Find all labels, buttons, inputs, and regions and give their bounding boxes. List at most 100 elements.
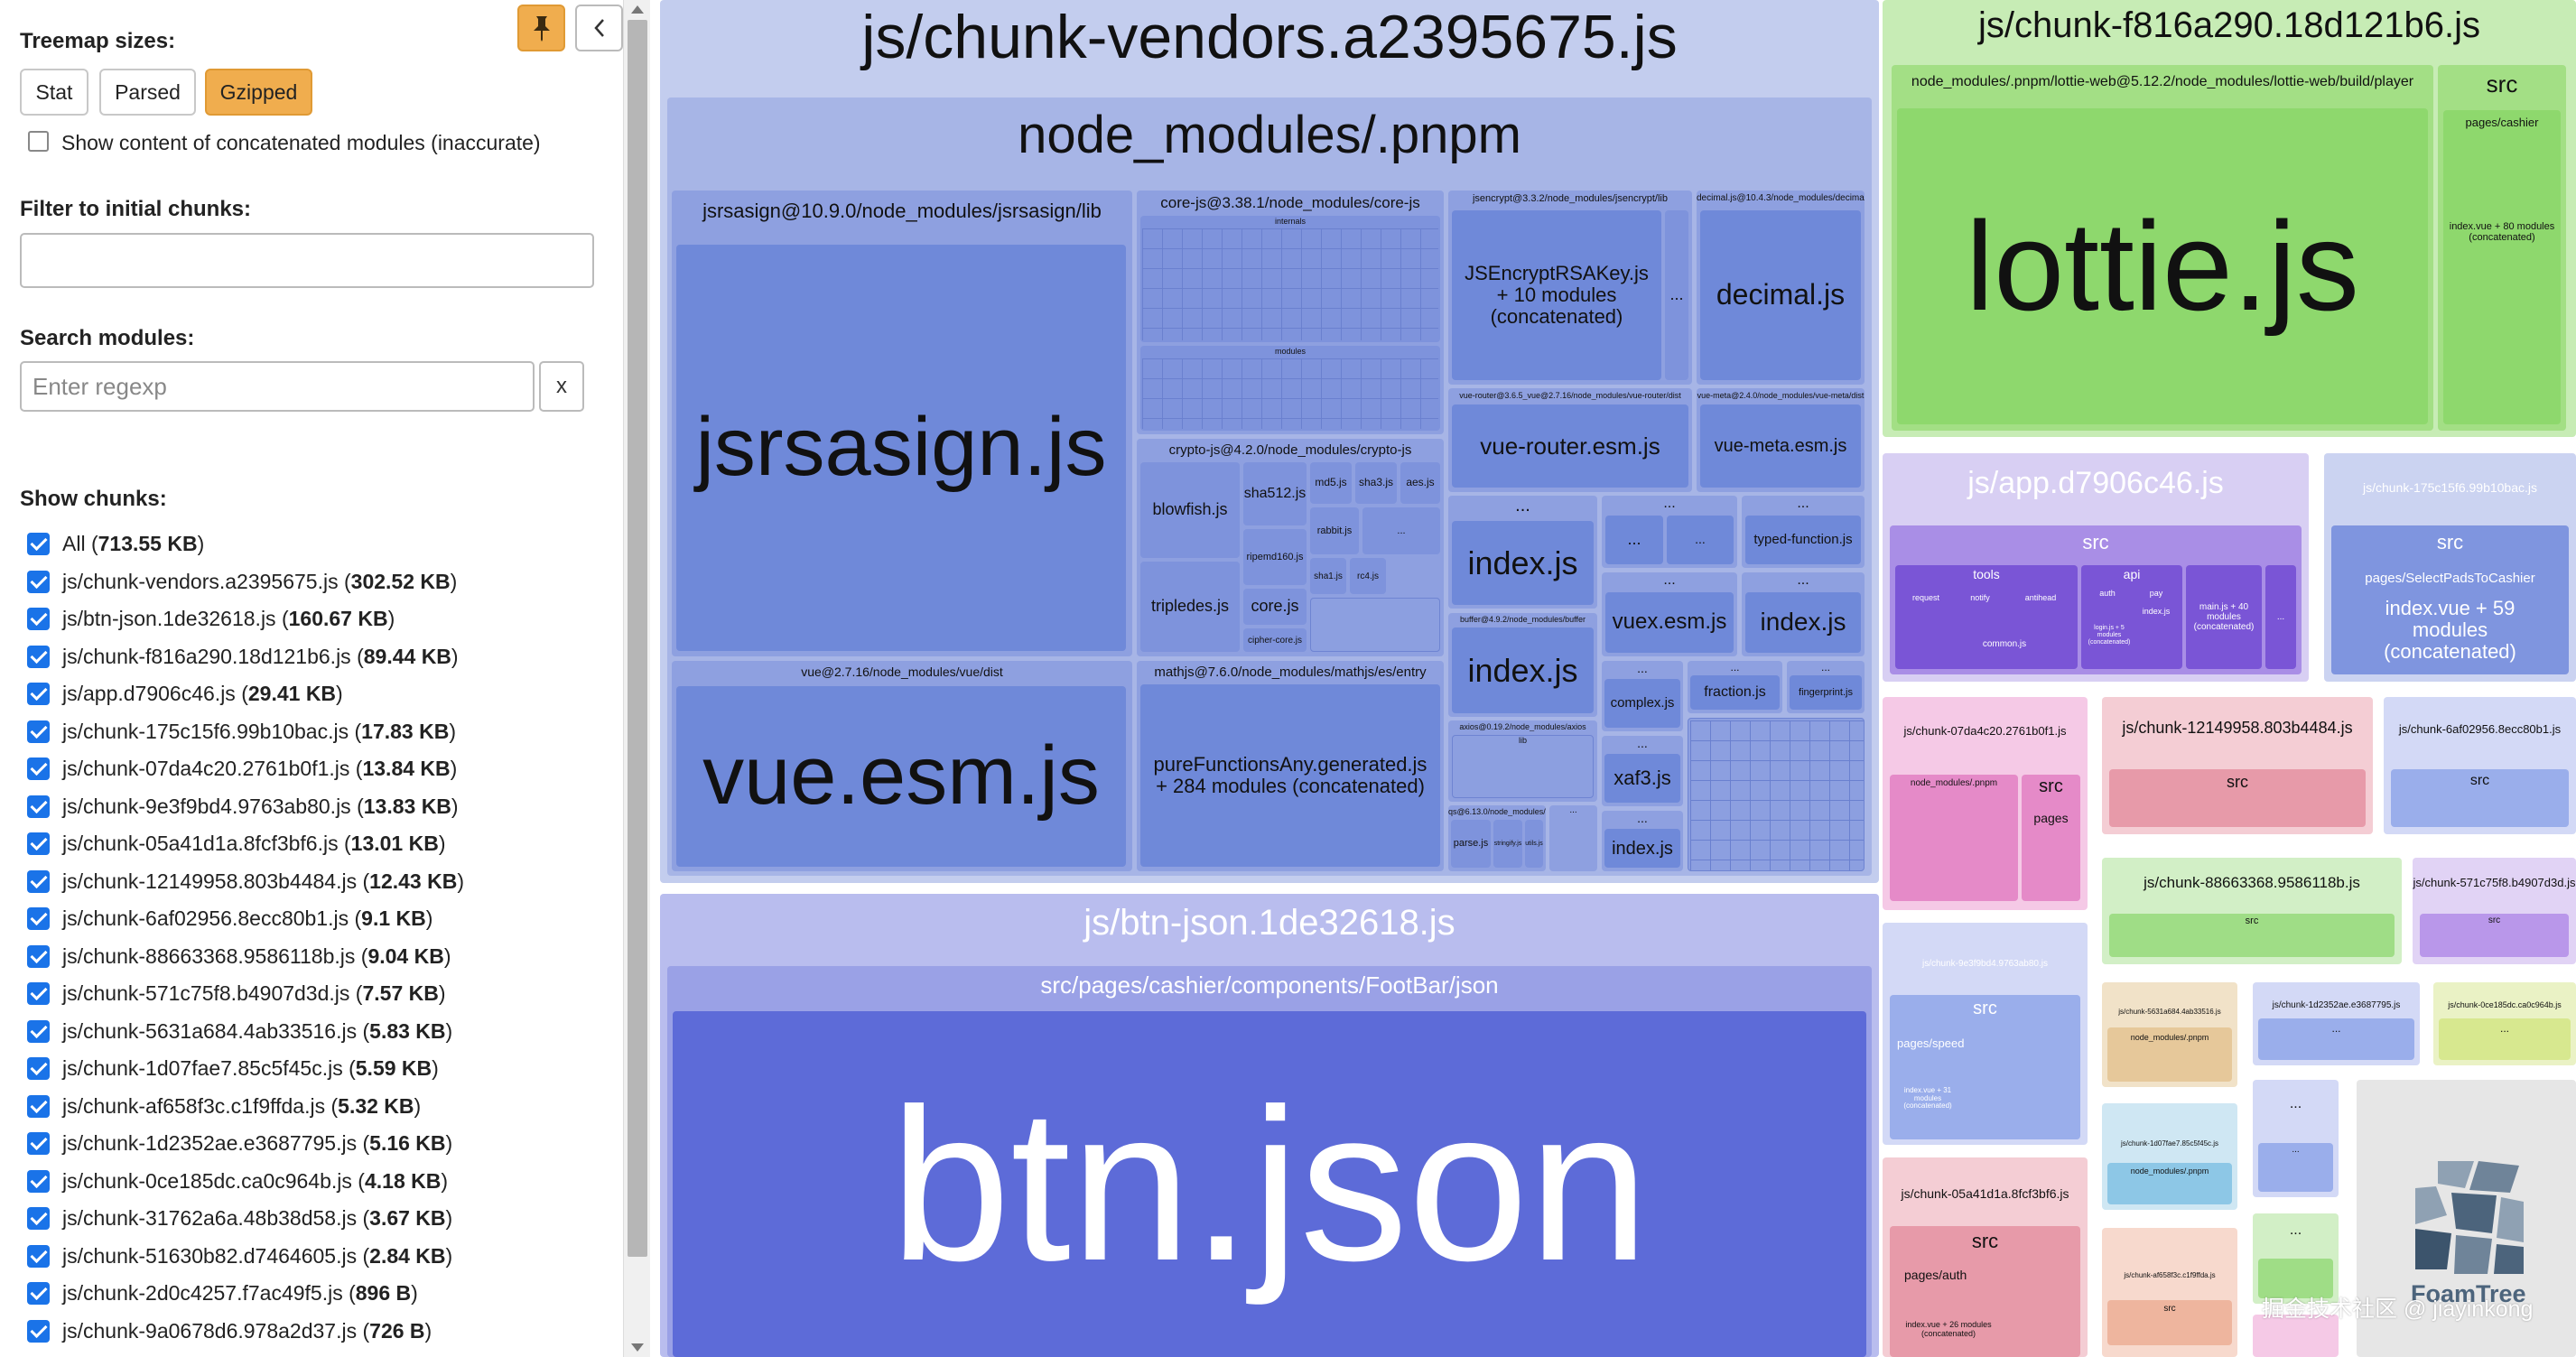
chunk-checkbox[interactable] — [27, 720, 50, 743]
chunk-2d0c4257-group[interactable] — [2253, 1315, 2339, 1357]
app-more[interactable]: ... — [2265, 565, 2296, 669]
lottie-pages-cashier[interactable]: pages/cashier index.vue + 80 modules (co… — [2443, 110, 2561, 424]
fingerprint-file[interactable]: fingerprint.js — [1790, 675, 1862, 710]
chunk-checkbox[interactable] — [27, 1131, 50, 1155]
axios-group[interactable]: axios@0.19.2/node_modules/axios lib — [1448, 720, 1597, 802]
axios-lib[interactable]: lib — [1452, 735, 1594, 798]
crypto-md5[interactable]: md5.js — [1310, 462, 1352, 504]
misc-group-1[interactable]: ... ... ... — [1602, 496, 1737, 568]
crypto-misc[interactable]: ... — [1362, 507, 1440, 554]
misc-group-1-a[interactable]: ... — [1605, 516, 1663, 564]
chunk-checkbox[interactable] — [27, 532, 50, 555]
chunk-row[interactable]: js/chunk-12149958.803b4484.js (12.43 KB) — [27, 864, 464, 898]
crypto-js-group[interactable]: crypto-js@4.2.0/node_modules/crypto-js b… — [1137, 439, 1444, 656]
chunk-5631a684-pnpm[interactable]: node_modules/.pnpm — [2107, 1027, 2232, 1082]
chunk-checkbox[interactable] — [27, 682, 50, 705]
buffer-index-file[interactable]: index.js — [1452, 627, 1594, 713]
qs-parse[interactable]: parse.js — [1451, 820, 1491, 868]
chunk-checkbox[interactable] — [27, 1206, 50, 1230]
chunk-5631a684-group[interactable]: js/chunk-5631a684.4ab33516.js node_modul… — [2102, 982, 2237, 1087]
chunk-af658f3c-group[interactable]: js/chunk-af658f3c.c1f9ffda.js src — [2102, 1228, 2237, 1357]
chunk-175-group[interactable]: js/chunk-175c15f6.99b10bac.js src pages/… — [2324, 453, 2576, 682]
chunk-row[interactable]: js/chunk-1d07fae7.85c5f45c.js (5.59 KB) — [27, 1051, 439, 1085]
vue-router-file[interactable]: vue-router.esm.js — [1452, 404, 1688, 488]
clear-search-button[interactable]: x — [539, 361, 584, 412]
chunk-row[interactable]: js/chunk-175c15f6.99b10bac.js (17.83 KB) — [27, 714, 456, 748]
chunk-12149958-src[interactable]: src — [2109, 769, 2366, 827]
lottie-file[interactable]: lottie.js — [1897, 108, 2428, 424]
crypto-blowfish[interactable]: blowfish.js — [1140, 462, 1240, 558]
chunk-row[interactable]: js/btn-json.1de32618.js (160.67 KB) — [27, 601, 395, 636]
chunk-row[interactable]: js/chunk-1d2352ae.e3687795.js (5.16 KB) — [27, 1126, 452, 1160]
fingerprint-group[interactable]: ... fingerprint.js — [1787, 661, 1865, 713]
crypto-ripemd160[interactable]: ripemd160.js — [1243, 529, 1307, 585]
decimal-group[interactable]: decimal.js@10.4.3/node_modules/decimal.j… — [1697, 191, 1865, 385]
mathjs-file[interactable]: pureFunctionsAny.generated.js + 284 modu… — [1140, 684, 1440, 867]
chunk-31762a6a-inner[interactable]: ... — [2258, 1143, 2333, 1192]
index-js-group-1[interactable]: ... index.js — [1448, 496, 1597, 609]
chunk-row[interactable]: js/chunk-571c75f8.b4907d3d.js (7.57 KB) — [27, 976, 446, 1010]
jsencrypt-group[interactable]: jsencrypt@3.3.2/node_modules/jsencrypt/l… — [1448, 191, 1692, 385]
chunk-row[interactable]: js/chunk-af658f3c.c1f9ffda.js (5.32 KB) — [27, 1089, 421, 1123]
core-js-modules[interactable]: modules — [1140, 346, 1440, 431]
chunk-row[interactable]: js/chunk-6af02956.8ecc80b1.js (9.1 KB) — [27, 901, 432, 935]
chunk-checkbox[interactable] — [27, 1319, 50, 1343]
chunk-checkbox[interactable] — [27, 1094, 50, 1118]
jsencrypt-more[interactable]: ... — [1665, 210, 1688, 380]
chunk-row[interactable]: js/chunk-0ce185dc.ca0c964b.js (4.18 KB) — [27, 1164, 448, 1198]
chunk-07da4c20-pnpm[interactable]: node_modules/.pnpm — [1890, 775, 2018, 901]
vue-meta-file[interactable]: vue-meta.esm.js — [1700, 404, 1861, 488]
index-js-group-2[interactable]: ... index.js — [1742, 572, 1865, 656]
scroll-down-arrow-icon[interactable] — [631, 1343, 644, 1352]
size-parsed-button[interactable]: Parsed — [99, 69, 196, 116]
fraction-group[interactable]: ... fraction.js — [1688, 661, 1782, 713]
chunk-1d07fae7-group[interactable]: js/chunk-1d07fae7.85c5f45c.js node_modul… — [2102, 1103, 2237, 1210]
chunk-checkbox[interactable] — [27, 906, 50, 930]
misc-group-1-b[interactable]: ... — [1667, 516, 1734, 564]
chunk-07da4c20-src[interactable]: src pages — [2022, 775, 2080, 901]
chunk-checkbox[interactable] — [27, 757, 50, 780]
decimal-file[interactable]: decimal.js — [1700, 210, 1861, 380]
app-tools-group[interactable]: tools request notify antihead common.js — [1895, 565, 2078, 669]
chunk-571c75f8-group[interactable]: js/chunk-571c75f8.b4907d3d.js src — [2413, 858, 2576, 964]
crypto-sha1[interactable]: sha1.js — [1310, 558, 1346, 594]
mathjs-group[interactable]: mathjs@7.6.0/node_modules/mathjs/es/entr… — [1137, 661, 1444, 871]
chunk-row[interactable]: js/app.d7906c46.js (29.41 KB) — [27, 676, 343, 711]
scroll-up-arrow-icon[interactable] — [631, 5, 644, 14]
filter-input[interactable] — [20, 233, 594, 288]
crypto-sha512[interactable]: sha512.js — [1243, 462, 1307, 525]
chunk-vendors-group[interactable]: js/chunk-vendors.a2395675.js node_module… — [660, 0, 1879, 883]
chunk-1d2352ae-group[interactable]: js/chunk-1d2352ae.e3687795.js ... — [2253, 982, 2420, 1065]
crypto-tripledes[interactable]: tripledes.js — [1140, 562, 1240, 652]
crypto-rabbit[interactable]: rabbit.js — [1310, 507, 1359, 554]
crypto-sha3[interactable]: sha3.js — [1355, 462, 1397, 504]
chunk-lottie-group[interactable]: js/chunk-f816a290.18d121b6.js node_modul… — [1883, 0, 2576, 437]
chunk-88663368-group[interactable]: js/chunk-88663368.9586118b.js src — [2102, 858, 2402, 964]
collapse-sidebar-button[interactable] — [575, 5, 623, 51]
chunk-row[interactable]: js/chunk-51630b82.d7464605.js (2.84 KB) — [27, 1239, 452, 1273]
app-api-group[interactable]: api auth pay index.js login.js + 5 modul… — [2081, 565, 2182, 669]
chunk-row[interactable]: js/chunk-f816a290.18d121b6.js (89.44 KB) — [27, 639, 459, 674]
qs-group[interactable]: qs@6.13.0/node_modules/qs/lib parse.js s… — [1448, 805, 1546, 871]
crypto-cipher-core[interactable]: cipher-core.js — [1243, 628, 1307, 652]
lottie-path-group[interactable]: node_modules/.pnpm/lottie-web@5.12.2/nod… — [1892, 65, 2433, 431]
typed-function-file[interactable]: typed-function.js — [1745, 516, 1861, 564]
chunk-51630b82-group[interactable]: ... — [2253, 1213, 2339, 1304]
complex-group[interactable]: ... complex.js — [1602, 661, 1683, 731]
chunk-af658f3c-src[interactable]: src — [2107, 1300, 2232, 1345]
size-gzipped-button[interactable]: Gzipped — [205, 69, 312, 116]
chunk-checkbox[interactable] — [27, 795, 50, 818]
chunk-6af02956-group[interactable]: js/chunk-6af02956.8ecc80b1.js src — [2384, 697, 2576, 834]
fraction-file[interactable]: fraction.js — [1690, 675, 1780, 710]
chunk-row[interactable]: js/chunk-2d0c4257.f7ac49f5.js (896 B) — [27, 1276, 418, 1310]
scroll-thumb[interactable] — [628, 20, 647, 1257]
chunk-1d07fae7-pnpm[interactable]: node_modules/.pnpm — [2107, 1163, 2232, 1204]
chunk-9e3f9bd4-src[interactable]: src pages/speed index.vue + 31 modules (… — [1890, 995, 2080, 1139]
chunk-checkbox[interactable] — [27, 1281, 50, 1305]
show-concatenated-checkbox[interactable] — [28, 131, 49, 152]
chunk-row[interactable]: js/chunk-vendors.a2395675.js (302.52 KB) — [27, 564, 457, 599]
vuex-file[interactable]: vuex.esm.js — [1605, 592, 1734, 653]
chunk-571c75f8-src[interactable]: src — [2420, 914, 2569, 957]
chunk-app-group[interactable]: js/app.d7906c46.js src tools request not… — [1883, 453, 2309, 682]
btn-json-path-group[interactable]: src/pages/cashier/components/FootBar/jso… — [667, 966, 1872, 1357]
